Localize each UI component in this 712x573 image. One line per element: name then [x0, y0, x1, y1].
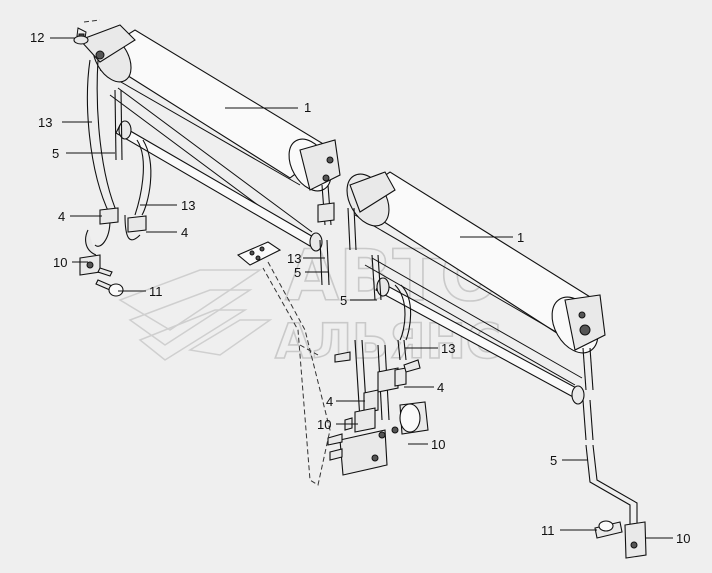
- callout-labels: 1 1 12 13 5 13 4 4 10 11 13 5 5 13 4 4 1…: [30, 30, 690, 546]
- callout-10-right: 10: [676, 531, 690, 546]
- callout-10-center-a: 10: [317, 417, 331, 432]
- callout-5-center: 5: [294, 265, 301, 280]
- callout-13-mid: 13: [181, 198, 195, 213]
- callout-1-right: 1: [517, 230, 524, 245]
- callout-5-left: 5: [52, 146, 59, 161]
- callout-13-center: 13: [287, 251, 301, 266]
- callout-4-center-a: 4: [437, 380, 444, 395]
- callout-10-center-b: 10: [431, 437, 445, 452]
- callout-5-center2: 5: [340, 293, 347, 308]
- left-cable-harness: [79, 59, 152, 276]
- callout-13-left: 13: [38, 115, 52, 130]
- screw-10-left: [97, 267, 113, 277]
- screw-12: [73, 19, 101, 45]
- lower-lamp-assembly: [346, 171, 606, 405]
- callout-10-left: 10: [53, 255, 67, 270]
- callout-12: 12: [30, 30, 44, 45]
- watermark-line2: АЛЬЯНС: [275, 314, 501, 370]
- callout-13-right: 13: [441, 341, 455, 356]
- watermark-logo: [118, 269, 273, 361]
- callout-4-left-a: 4: [58, 209, 65, 224]
- callout-leaders: [50, 37, 673, 539]
- screw-11-left: [95, 279, 124, 297]
- center-cable-harness: [236, 184, 429, 486]
- callout-1-top: 1: [304, 100, 311, 115]
- right-cable-harness: [582, 347, 647, 559]
- upper-lamp-assembly: [79, 24, 341, 252]
- callout-5-right: 5: [550, 453, 557, 468]
- callout-11-right: 11: [541, 523, 555, 538]
- callout-4-center-b: 4: [326, 394, 333, 409]
- callout-4-left-b: 4: [181, 225, 188, 240]
- callout-11-left: 11: [149, 284, 163, 299]
